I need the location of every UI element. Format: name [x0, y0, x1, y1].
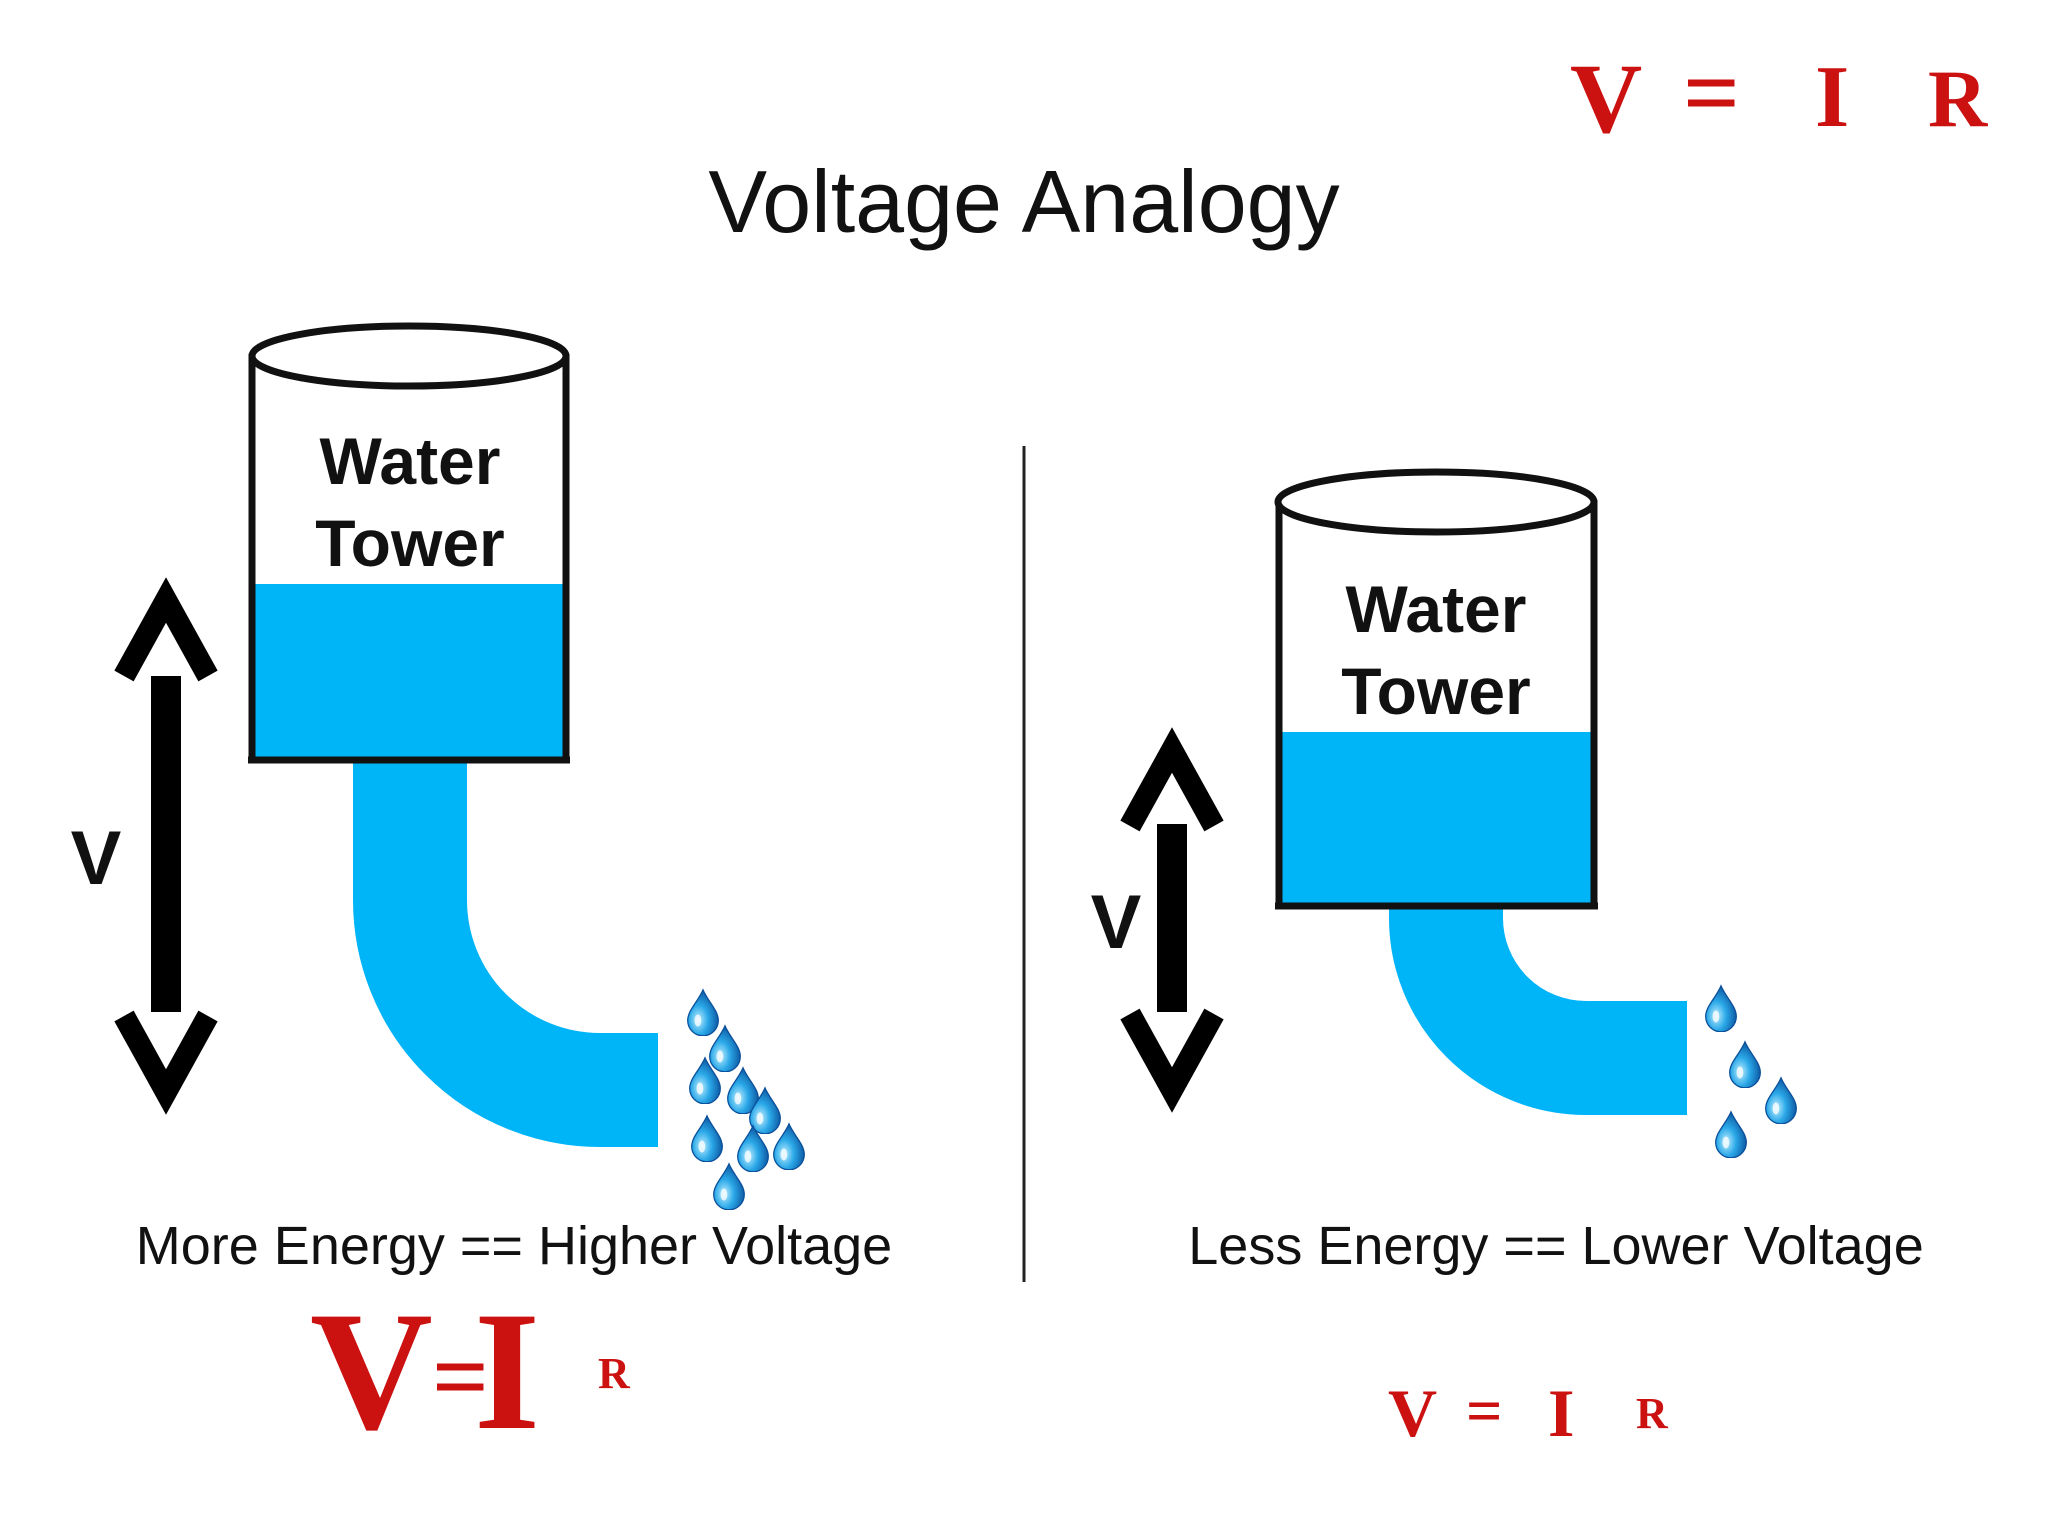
left-panel: Water Tower V More Energy == Higher Volt…	[71, 322, 892, 1465]
left-water-drops	[687, 989, 805, 1210]
water-drop-icon	[1729, 1041, 1761, 1088]
formula-eq: =	[1466, 1375, 1502, 1446]
formula-v: V	[1570, 43, 1642, 154]
page-title: Voltage Analogy	[708, 152, 1339, 251]
formula-v: V	[310, 1277, 433, 1465]
water-drop-icon	[1705, 985, 1737, 1032]
water-tower-icon	[248, 322, 570, 764]
water-drop-icon	[709, 1025, 741, 1072]
right-voltage-label: V	[1091, 880, 1142, 965]
water-drop-icon	[691, 1115, 723, 1162]
double-headed-arrow-icon	[1120, 727, 1224, 1113]
right-tower-label-line1: Water	[1346, 572, 1527, 646]
water-tower-icon	[1274, 468, 1598, 910]
formula-r: R	[598, 1349, 631, 1398]
formula-eq: =	[432, 1321, 489, 1432]
double-headed-arrow-icon	[114, 577, 218, 1115]
left-formula: V = I R	[310, 1277, 631, 1465]
right-water-drops	[1705, 985, 1797, 1158]
right-caption: Less Energy == Lower Voltage	[1188, 1216, 1924, 1276]
formula-i: I	[1815, 49, 1849, 146]
left-tower-label-line2: Tower	[315, 506, 504, 580]
formula-i: I	[1548, 1375, 1574, 1451]
left-caption: More Energy == Higher Voltage	[136, 1216, 892, 1276]
left-pipe	[353, 762, 658, 1147]
left-tower-label-line1: Water	[320, 424, 501, 498]
formula-v: V	[1388, 1375, 1437, 1451]
formula-eq: =	[1683, 37, 1740, 148]
water-drop-icon	[773, 1123, 805, 1170]
formula-top: V = I R	[1570, 37, 1988, 154]
left-tank-water	[254, 584, 564, 758]
water-drop-icon	[1765, 1077, 1797, 1124]
formula-i: I	[474, 1277, 540, 1465]
water-drop-icon	[713, 1163, 745, 1210]
right-pipe	[1389, 908, 1687, 1115]
water-drop-icon	[687, 989, 719, 1036]
left-voltage-label: V	[71, 816, 122, 901]
formula-r: R	[1636, 1389, 1669, 1438]
water-drop-icon	[1715, 1111, 1747, 1158]
right-tower-label-line2: Tower	[1341, 654, 1530, 728]
right-formula: V = I R	[1388, 1375, 1669, 1451]
formula-r: R	[1928, 53, 1988, 144]
right-panel: Water Tower V Less Energy == Lower Volta…	[1091, 468, 1924, 1451]
right-tank-water	[1281, 732, 1592, 904]
